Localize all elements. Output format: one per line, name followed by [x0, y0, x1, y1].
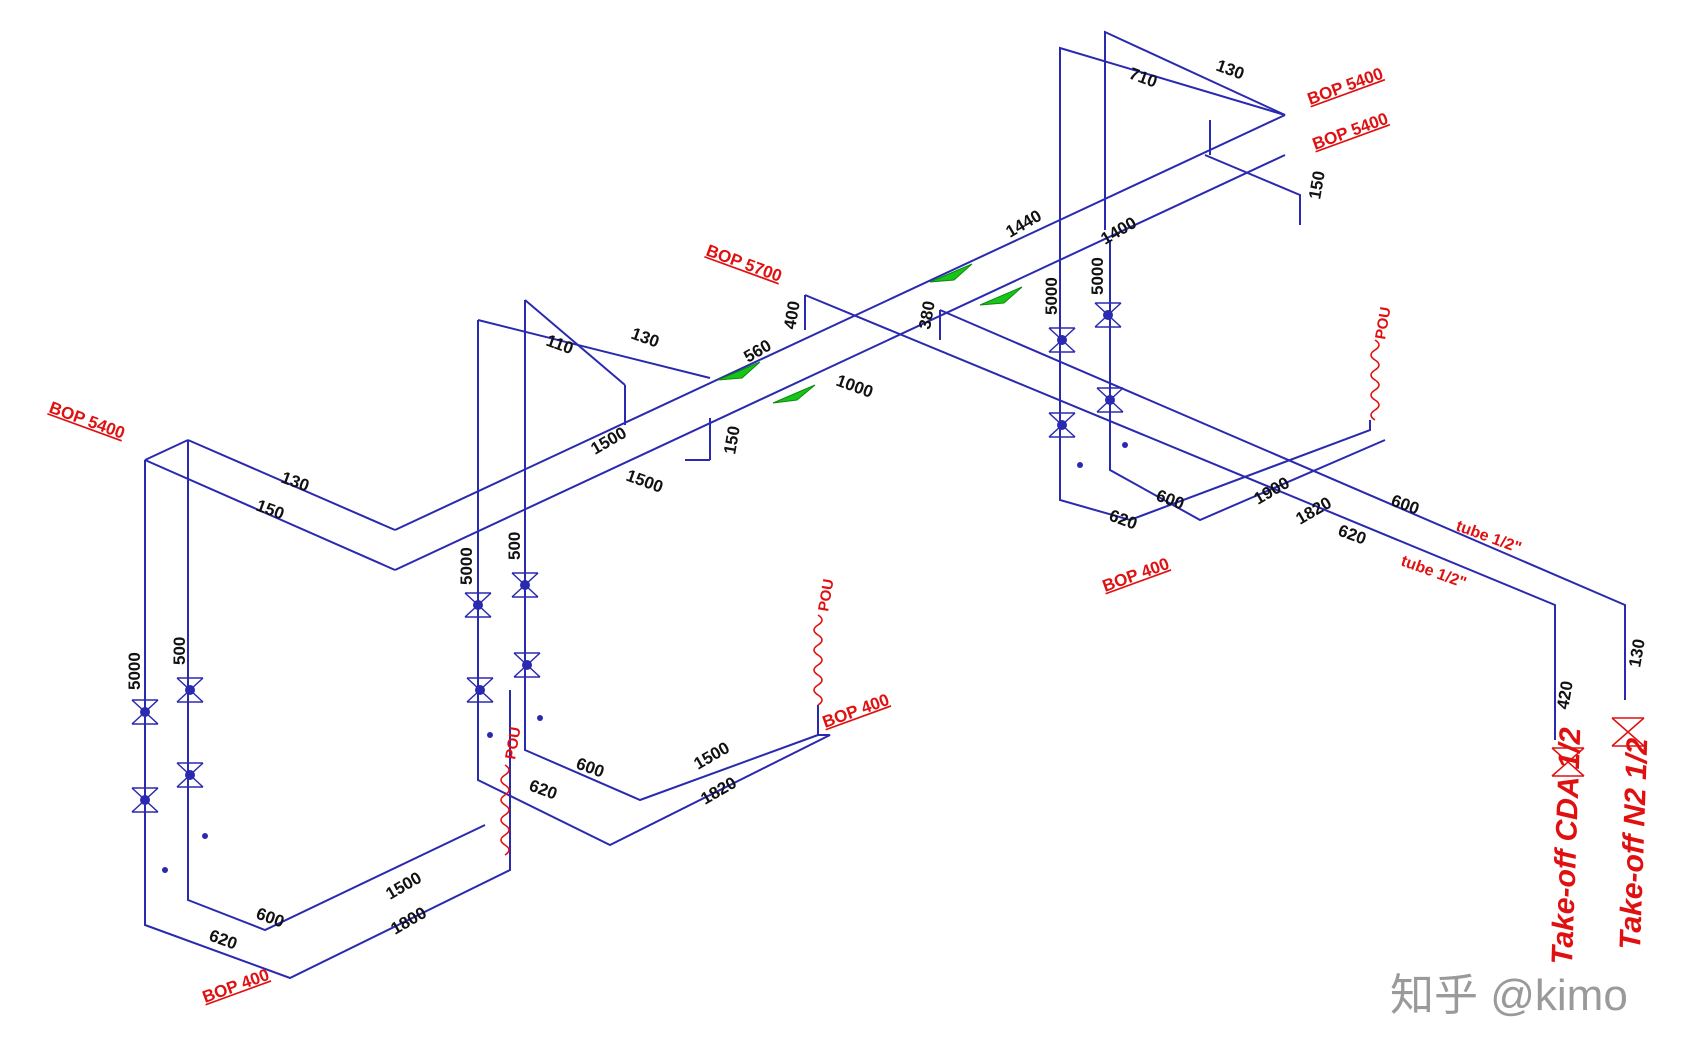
label-tube: tube 1/2"	[1399, 553, 1469, 592]
dimension-labels: 130 150 110 130 1500 1500 150 560 1000 4…	[125, 56, 1649, 954]
equipment-labels: BOP 5400 BOP 5400 BOP 5400 BOP 5700 BOP …	[47, 64, 1655, 1007]
label-bop-400: BOP 400	[1100, 554, 1172, 596]
dim-150: 150	[720, 424, 744, 455]
dim-130: 130	[629, 324, 662, 352]
drain-point	[162, 867, 168, 873]
label-bop-400: BOP 400	[200, 965, 272, 1007]
flow-arrow-1	[717, 361, 761, 381]
dim-1800: 1800	[388, 903, 430, 938]
dim-110: 110	[544, 331, 576, 358]
dim-1900: 1900	[1251, 473, 1293, 508]
pou-hose-icon	[813, 614, 823, 706]
dim-5000: 5000	[1088, 257, 1107, 295]
drain-point	[487, 732, 493, 738]
valve-icon	[466, 677, 494, 703]
valve-icon	[1094, 302, 1122, 328]
take-off-valve-icon	[1551, 747, 1585, 777]
dim-500: 500	[505, 532, 524, 560]
dim-1820: 1820	[698, 773, 740, 808]
valve-icon	[513, 652, 541, 678]
pou-hose-icon	[500, 764, 510, 856]
dim-150: 150	[1305, 169, 1329, 200]
valve-icon	[464, 592, 492, 618]
pou-hoses: POU POU POU	[500, 306, 1395, 856]
dim-130: 130	[1625, 637, 1649, 668]
dim-420: 420	[1553, 679, 1577, 710]
pipe-right-branch-1	[804, 294, 1556, 740]
valve-icon	[176, 762, 204, 788]
pipe-right-riser-2	[1109, 240, 1386, 522]
pou-label: POU	[1372, 306, 1394, 341]
dim-5000: 5000	[457, 547, 476, 585]
dim-400: 400	[780, 299, 804, 330]
label-bop-5400: BOP 5400	[1305, 64, 1386, 109]
drain-points	[162, 442, 1128, 873]
label-bop-5400: BOP 5400	[1310, 109, 1391, 154]
pipe-right-branch-2	[939, 309, 1626, 700]
dim-5000: 5000	[125, 652, 144, 690]
main-header-upper	[394, 114, 1286, 531]
flow-arrows	[717, 263, 1023, 404]
dim-600: 600	[574, 754, 607, 782]
valves	[131, 302, 1645, 813]
label-bop-5400: BOP 5400	[47, 398, 128, 443]
dim-130: 130	[1214, 56, 1247, 84]
take-off-valve-icon	[1611, 717, 1645, 747]
valve-icon	[1048, 412, 1076, 438]
flow-arrow-4	[979, 286, 1023, 306]
valve-icon	[131, 787, 159, 813]
dim-380: 380	[915, 299, 939, 330]
pipe-left-header-130	[187, 439, 396, 531]
dim-710: 710	[1127, 64, 1160, 92]
valve-icon	[1096, 387, 1124, 413]
dim-1500: 1500	[624, 466, 666, 497]
dim-620: 620	[1107, 506, 1140, 534]
pipe-mid-riser-2	[524, 300, 819, 802]
drain-point	[1122, 442, 1128, 448]
drain-point	[537, 715, 543, 721]
pipe-left-inner	[187, 440, 486, 932]
pipe-top-150	[1204, 154, 1301, 225]
dim-1500: 1500	[588, 423, 630, 458]
flow-arrow-2	[772, 384, 816, 404]
label-tube: tube 1/2"	[1454, 518, 1524, 557]
main-header-lower	[394, 154, 1286, 571]
dim-1000: 1000	[834, 371, 876, 402]
pipe-left-header-150	[144, 459, 396, 571]
dim-560: 560	[741, 336, 775, 367]
dim-1500: 1500	[383, 868, 425, 903]
valve-icon	[176, 677, 204, 703]
flow-arrow-3	[929, 263, 973, 283]
label-take-off-cda: Take-off CDA 1/2	[1546, 727, 1587, 966]
watermark: 知乎 @kimo	[1390, 971, 1628, 1020]
pipe-mid-riser-1	[477, 320, 831, 847]
pipe-mid-top-110	[477, 319, 711, 379]
valve-icon	[131, 699, 159, 725]
pipe-top-loop-1	[1059, 46, 1286, 250]
pou-label: POU	[502, 726, 524, 761]
pou-hose-icon	[1370, 339, 1380, 421]
pipe-right-riser-1	[1059, 250, 1371, 522]
drain-point	[202, 833, 208, 839]
dim-1400: 1400	[1098, 213, 1140, 248]
label-bop-5700: BOP 5700	[704, 241, 785, 286]
pou-label: POU	[815, 578, 837, 613]
pipe-left-cap	[144, 439, 189, 461]
valve-icon	[511, 572, 539, 598]
valve-icon	[1048, 327, 1076, 353]
drain-point	[1077, 462, 1083, 468]
pipe-top-loop-2	[1104, 30, 1286, 230]
dim-5000: 5000	[1042, 277, 1061, 315]
label-take-off-n2: Take-off N2 1/2	[1614, 737, 1654, 950]
dim-620: 620	[527, 776, 560, 804]
pipe-routes	[144, 30, 1626, 980]
label-bop-400: BOP 400	[820, 690, 892, 732]
pipe-mid-top-130	[524, 299, 626, 386]
dim-500: 500	[170, 637, 189, 665]
pipe-left-outer	[144, 460, 511, 980]
